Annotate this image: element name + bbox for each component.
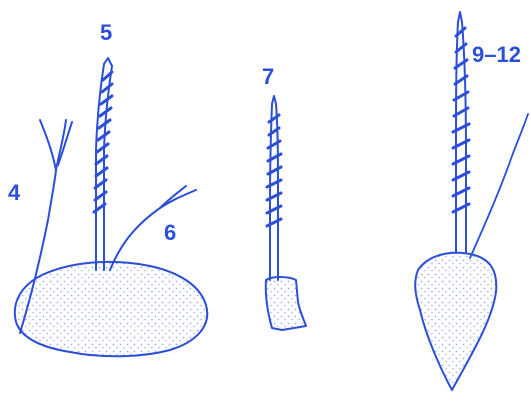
label-seta-5: 5: [100, 20, 112, 45]
seta-6: [110, 186, 196, 270]
base-segment-middle: [266, 277, 306, 330]
seta-7: [267, 96, 281, 280]
base-segment-left: [15, 262, 207, 356]
label-seta-6: 6: [164, 220, 176, 245]
label-seta-4: 4: [8, 180, 21, 205]
base-segment-right: [415, 253, 496, 390]
seta-5: [94, 58, 112, 270]
label-seta-9-12: 9–12: [472, 42, 521, 67]
label-seta-7: 7: [262, 64, 274, 89]
